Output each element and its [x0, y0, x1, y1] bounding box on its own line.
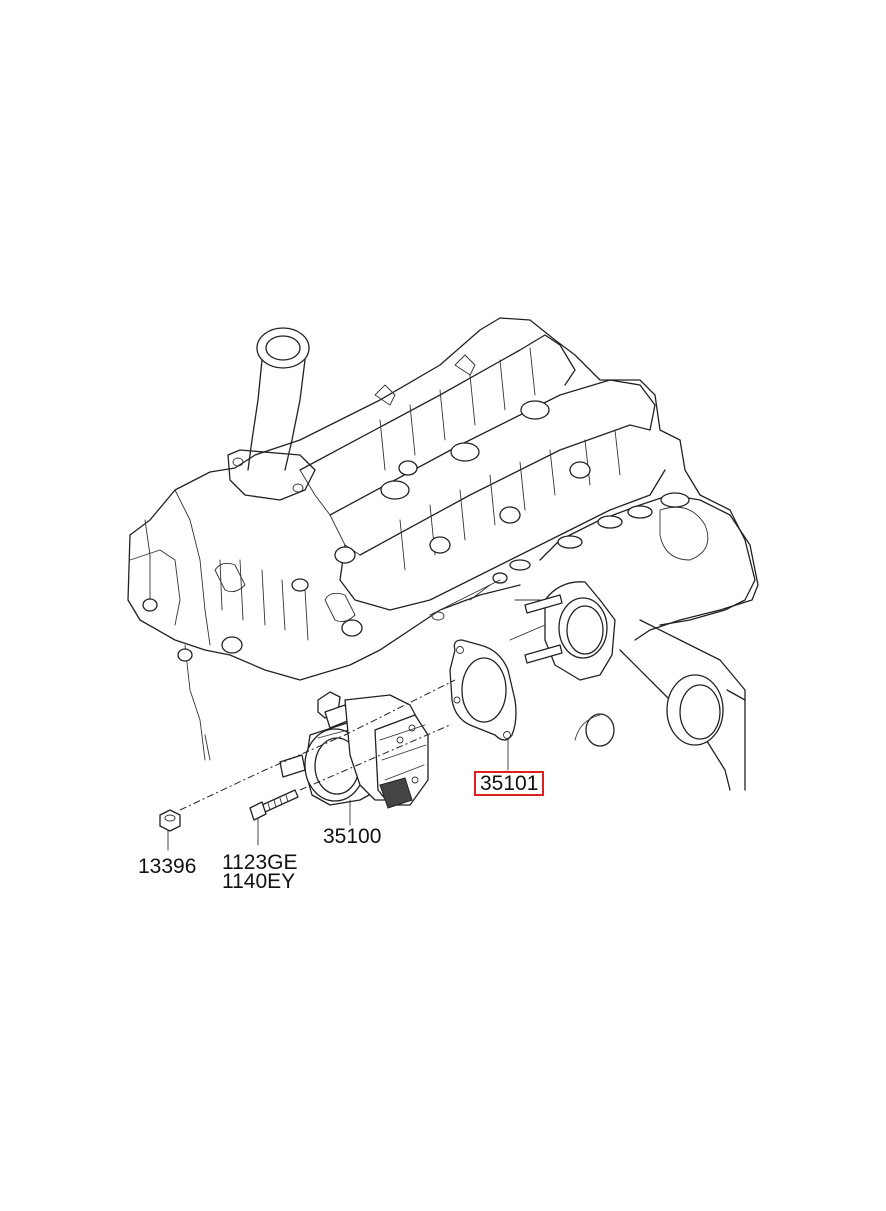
callout-1123ge[interactable]: 1123GE: [222, 851, 298, 874]
filler-neck-tube: [227, 327, 316, 501]
nut-13396: [159, 809, 181, 851]
callout-35100[interactable]: 35100: [323, 825, 382, 848]
callout-1140ey[interactable]: 1140EY: [222, 870, 296, 893]
callout-13396[interactable]: 13396: [138, 855, 197, 878]
engine-cylinder-head: [127, 317, 756, 761]
gasket-35101: [449, 639, 517, 771]
intake-manifold: [429, 492, 759, 791]
throttle-body-35100: [279, 691, 429, 826]
callout-35101-highlighted[interactable]: 35101: [474, 771, 545, 796]
assembly-center-lines: [179, 679, 456, 811]
bolt-1123ge-1140ey: [249, 789, 299, 846]
